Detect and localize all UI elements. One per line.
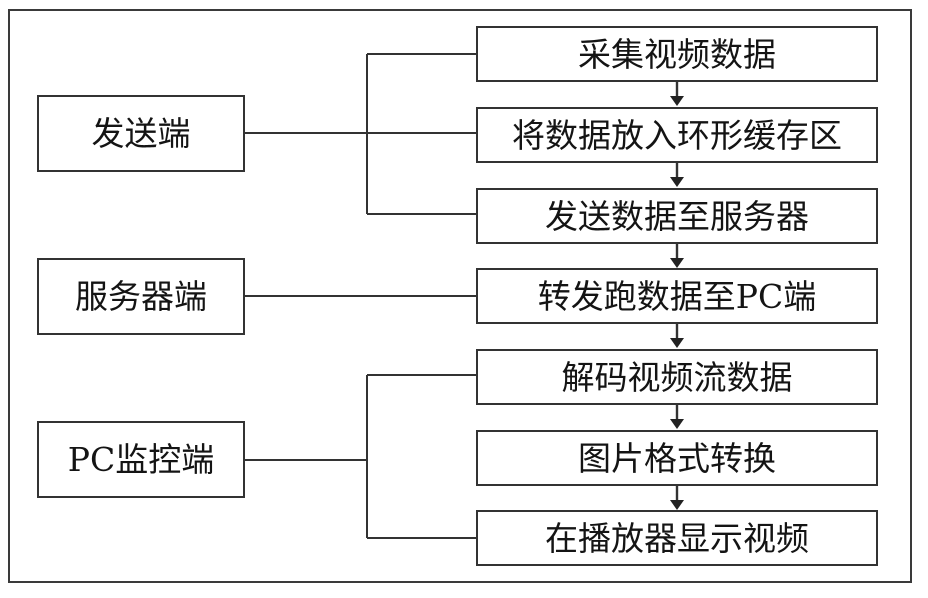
- step-box-decode: 解码视频流数据: [476, 349, 878, 405]
- role-label-sender: 发送端: [91, 114, 191, 153]
- step-label-display: 在播放器显示视频: [545, 518, 809, 558]
- step-label-ring-buffer: 将数据放入环形缓存区: [512, 115, 842, 155]
- step-label-capture: 采集视频数据: [578, 34, 776, 74]
- role-box-pc: PC监控端: [37, 421, 245, 498]
- role-label-pc: PC监控端: [67, 440, 215, 479]
- step-box-convert: 图片格式转换: [476, 430, 878, 486]
- step-box-ring-buffer: 将数据放入环形缓存区: [476, 107, 878, 163]
- step-label-decode: 解码视频流数据: [561, 357, 793, 397]
- step-box-send-to-server: 发送数据至服务器: [476, 188, 878, 244]
- step-label-send-to-server: 发送数据至服务器: [545, 196, 809, 236]
- role-box-server: 服务器端: [37, 258, 245, 335]
- role-box-sender: 发送端: [37, 95, 245, 172]
- step-box-display: 在播放器显示视频: [476, 510, 878, 566]
- step-box-capture: 采集视频数据: [476, 26, 878, 82]
- step-label-forward-to-pc: 转发跑数据至PC端: [537, 276, 817, 316]
- role-label-server: 服务器端: [75, 277, 207, 316]
- step-box-forward-to-pc: 转发跑数据至PC端: [476, 268, 878, 324]
- step-label-convert: 图片格式转换: [578, 438, 776, 478]
